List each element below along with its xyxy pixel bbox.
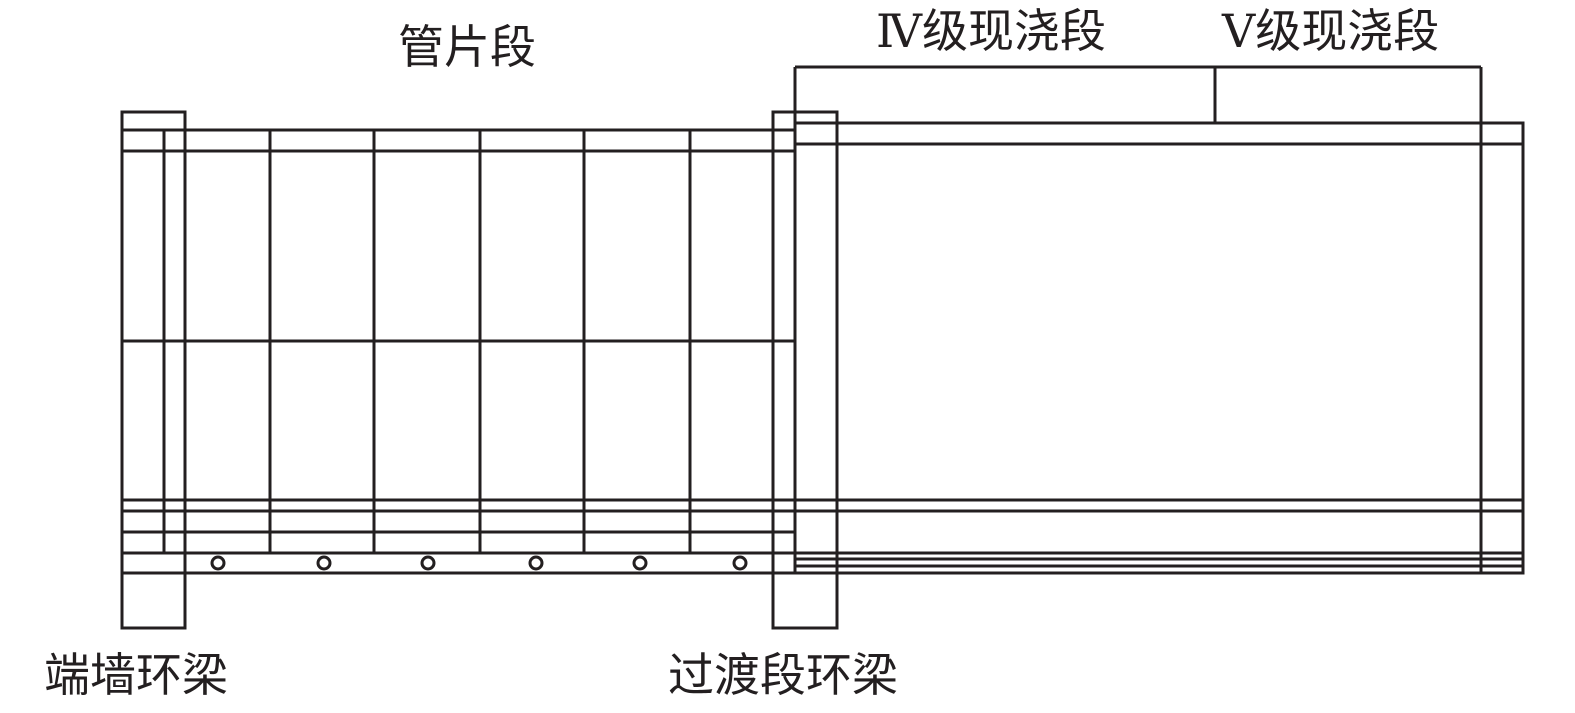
- label-grade4: Ⅳ级现浇段: [876, 4, 1106, 58]
- label-end-wall-beam: 端墙环梁: [44, 648, 228, 702]
- drain-hole: [528, 555, 544, 571]
- label-transition-beam: 过渡段环梁: [668, 648, 898, 702]
- drain-hole: [316, 555, 332, 571]
- drain-hole: [210, 555, 226, 571]
- end-wall-ring-beam: [120, 110, 187, 630]
- drain-hole: [632, 555, 648, 571]
- label-segment: 管片段: [398, 20, 536, 74]
- label-grade5: Ⅴ级现浇段: [1222, 4, 1440, 58]
- grade5-end: [1479, 121, 1525, 575]
- drain-hole: [732, 555, 748, 571]
- transition-ring-beam: [771, 110, 839, 630]
- drain-hole: [420, 555, 436, 571]
